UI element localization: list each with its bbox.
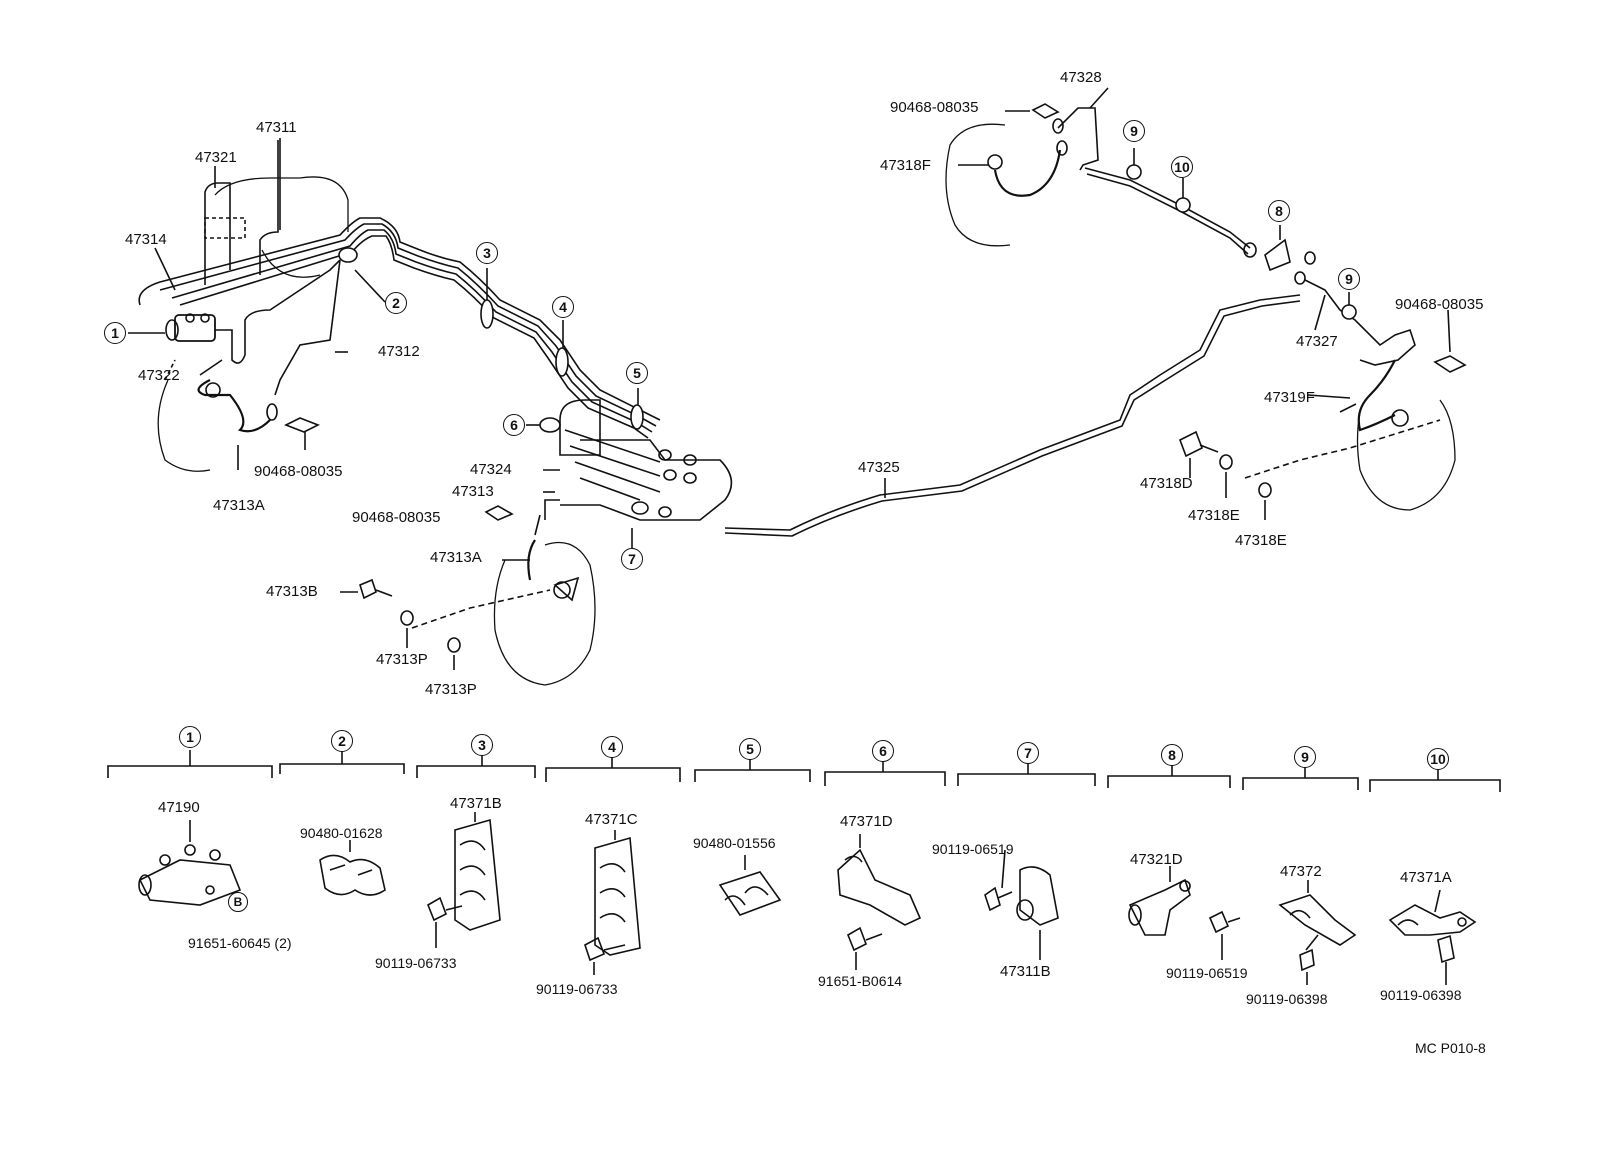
legend-90119-06519-a: 90119-06519: [932, 841, 1014, 857]
legend-callout-7: 7: [1017, 742, 1039, 764]
legend-callout-2: 2: [331, 730, 353, 752]
label-47311: 47311: [256, 119, 297, 136]
callout-10-upper: 10: [1171, 156, 1193, 178]
callout-5: 5: [626, 362, 648, 384]
legend-callout-3: 3: [471, 734, 493, 756]
label-47318F: 47318F: [880, 157, 931, 174]
legend-90119-06733-a: 90119-06733: [375, 955, 457, 971]
legend-90119-06398-a: 90119-06398: [1246, 991, 1328, 1007]
label-47312: 47312: [378, 343, 420, 360]
label-90468-08035-a: 90468-08035: [254, 463, 343, 480]
legend-47371B: 47371B: [450, 795, 502, 812]
label-90468-08035-c: 90468-08035: [890, 99, 979, 116]
legend-47371A: 47371A: [1400, 869, 1452, 886]
legend-47311B: 47311B: [1000, 963, 1051, 980]
callout-6: 6: [503, 414, 525, 436]
callout-4: 4: [552, 296, 574, 318]
legend-brackets: [108, 748, 1500, 792]
label-90468-08035-d: 90468-08035: [1395, 296, 1484, 313]
label-47314: 47314: [125, 231, 167, 248]
legend-callout-4: 4: [601, 736, 623, 758]
callout-2: 2: [385, 292, 407, 314]
legend-90480-01556: 90480-01556: [693, 835, 776, 851]
junction-block: [340, 400, 731, 685]
label-47313P-a: 47313P: [376, 651, 428, 668]
legend-callout-1: 1: [179, 726, 201, 748]
callout-7: 7: [621, 548, 643, 570]
figure-reference: MC P010-8: [1415, 1040, 1486, 1056]
legend-47321D: 47321D: [1130, 851, 1183, 868]
rear-brake-line: [725, 295, 1300, 530]
callout-9-lower: 9: [1338, 268, 1360, 290]
label-47313B: 47313B: [266, 583, 318, 600]
legend-91651-60645: 91651-60645 (2): [188, 935, 292, 951]
callout-3: 3: [476, 242, 498, 264]
label-47324: 47324: [470, 461, 512, 478]
legend-47371C: 47371C: [585, 811, 638, 828]
legend-47371D: 47371D: [840, 813, 893, 830]
legend-90119-06398-b: 90119-06398: [1380, 987, 1462, 1003]
label-47318E-a: 47318E: [1188, 507, 1240, 524]
legend-callout-6: 6: [872, 740, 894, 762]
legend-90119-06733-b: 90119-06733: [536, 981, 618, 997]
legend-parts: [139, 812, 1475, 985]
legend-90119-06519-b: 90119-06519: [1166, 965, 1248, 981]
legend-90480-01628: 90480-01628: [300, 825, 383, 841]
label-47327: 47327: [1296, 333, 1338, 350]
legend-91651-B0614: 91651-B0614: [818, 973, 903, 989]
label-90468-08035-b: 90468-08035: [352, 509, 441, 526]
label-47322: 47322: [138, 367, 180, 384]
legend-callout-5: 5: [739, 738, 761, 760]
legend-47372: 47372: [1280, 863, 1322, 880]
label-47325: 47325: [858, 459, 900, 476]
legend-callout-9: 9: [1294, 746, 1316, 768]
label-47313A-a: 47313A: [213, 497, 265, 514]
legend-47190: 47190: [158, 799, 200, 816]
label-47318D: 47318D: [1140, 475, 1193, 492]
label-47319F: 47319F: [1264, 389, 1315, 406]
label-47313P-b: 47313P: [425, 681, 477, 698]
legend-callout-8: 8: [1161, 744, 1183, 766]
legend-callout-b: B: [228, 892, 248, 912]
label-47313A-b: 47313A: [430, 549, 482, 566]
callout-9-upper: 9: [1123, 120, 1145, 142]
callout-8: 8: [1268, 200, 1290, 222]
label-47328: 47328: [1060, 69, 1102, 86]
legend-callout-10: 10: [1427, 748, 1449, 770]
rear-assembly: [946, 88, 1465, 520]
label-47321: 47321: [195, 149, 237, 166]
label-47318E-b: 47318E: [1235, 532, 1287, 549]
label-47313: 47313: [452, 483, 494, 500]
callout-1: 1: [104, 322, 126, 344]
